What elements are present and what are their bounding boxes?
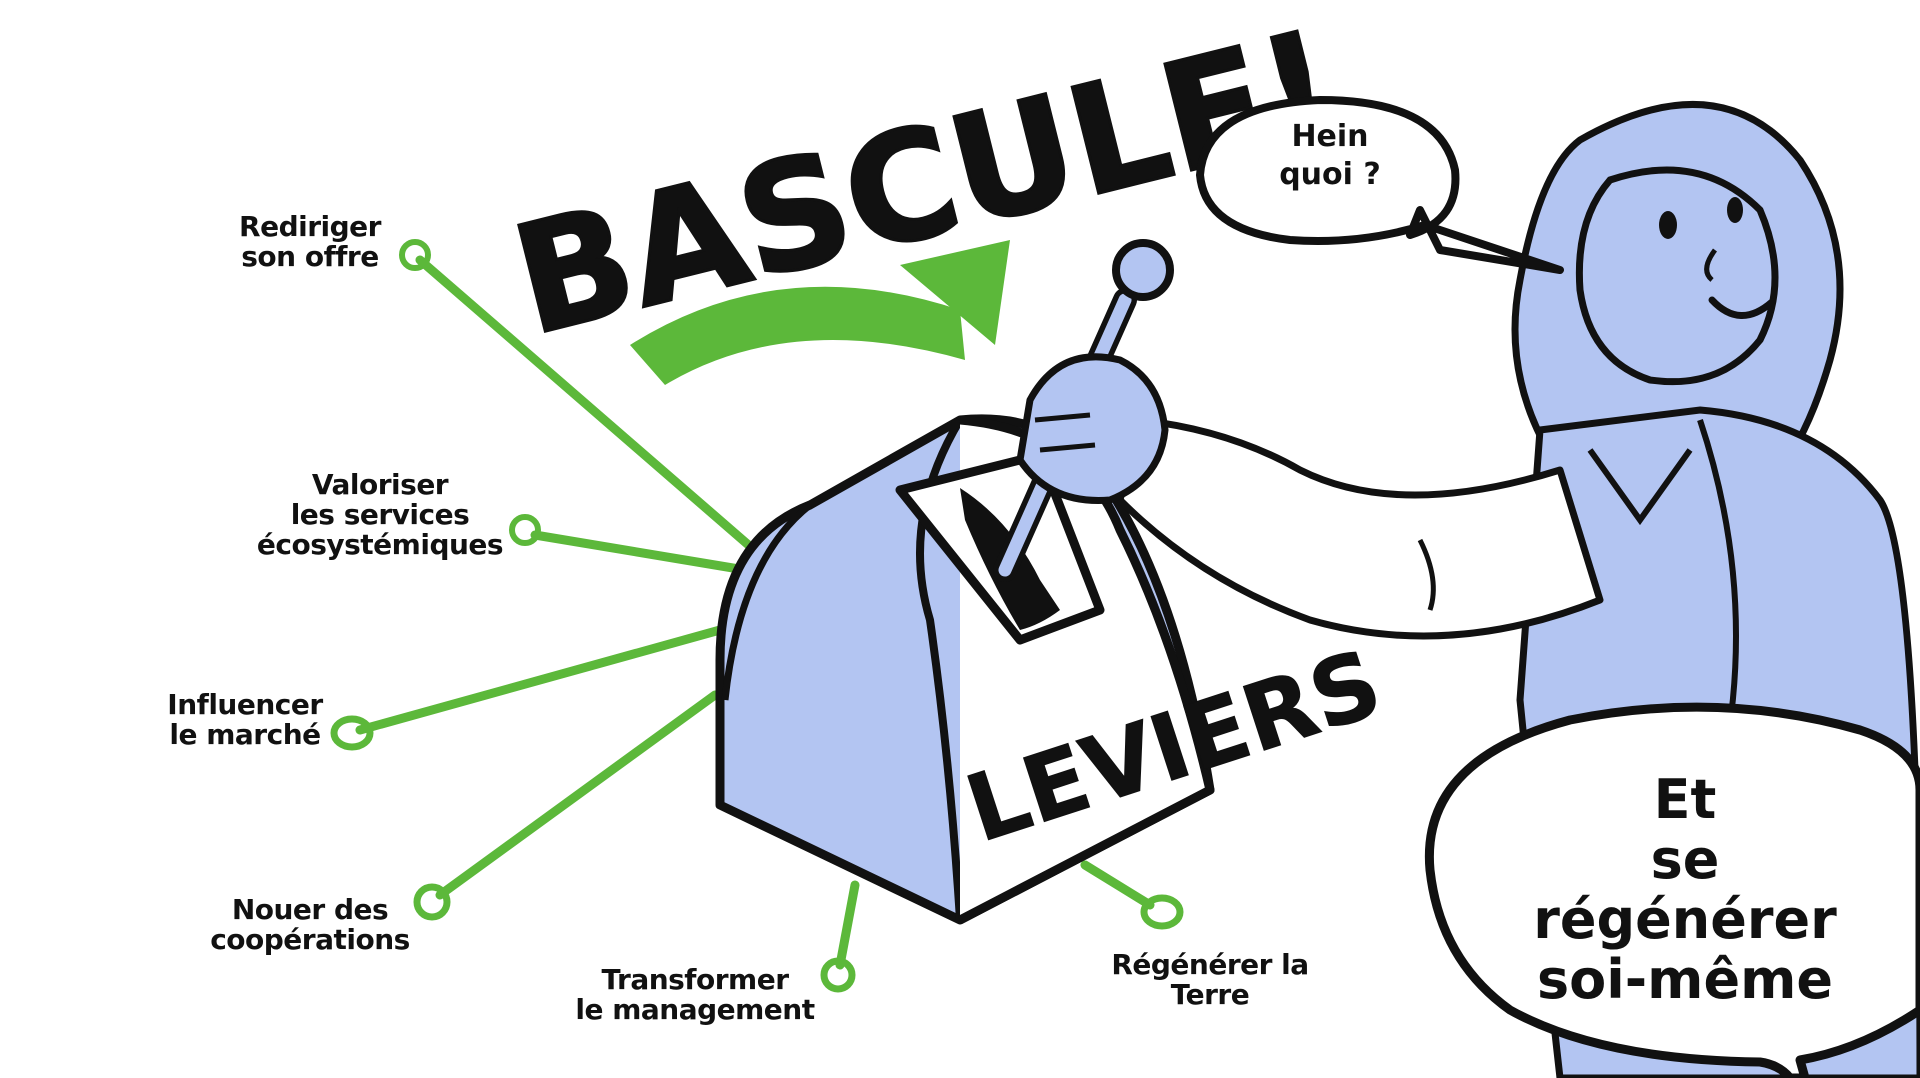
lever-label-line: Terre — [1170, 978, 1250, 1011]
lever-label-line: Valoriser — [311, 468, 449, 501]
lever-label-regenerer-terre: Régénérer la Terre — [1100, 950, 1320, 1010]
speech-bubble-large — [1424, 702, 1920, 1078]
lever-label-nouer: Nouer des coopérations — [205, 895, 415, 955]
lever-label-line: le marché — [169, 718, 321, 751]
lever-label-line: écosystémiques — [256, 528, 504, 561]
lever-label-line: Transformer — [601, 963, 789, 996]
speech-bubble-small — [1196, 96, 1564, 274]
lever-label-line: le management — [575, 993, 815, 1026]
lever-label-transformer: Transformer le management — [575, 965, 815, 1025]
lever-label-line: Nouer des — [231, 893, 389, 926]
speech-large-text: Et se régénérer soi-même — [1490, 770, 1880, 1010]
lever-label-rediriger: Rediriger son offre — [230, 212, 390, 272]
lever-label-line: Rediriger — [239, 210, 381, 243]
lever-label-line: coopérations — [210, 923, 410, 956]
lever-label-valoriser: Valoriser les services écosystémiques — [255, 470, 505, 560]
lever-label-line: Régénérer la — [1111, 948, 1309, 981]
speech-large-line: Et — [1653, 768, 1717, 831]
lever-lines — [330, 239, 1184, 993]
lever-label-influencer: Influencer le marché — [160, 690, 330, 750]
speech-small-text: Hein quoi ? — [1255, 118, 1405, 194]
curved-arrow-icon — [630, 240, 1010, 385]
lever-label-line: Influencer — [167, 688, 323, 721]
lever-label-line: son offre — [241, 240, 379, 273]
speech-large-line: se régénérer — [1533, 828, 1837, 951]
speech-small-line: Hein — [1291, 119, 1369, 154]
lever-label-line: les services — [290, 498, 470, 531]
speech-small-line: quoi ? — [1279, 157, 1381, 192]
speech-large-line: soi-même — [1537, 948, 1833, 1011]
